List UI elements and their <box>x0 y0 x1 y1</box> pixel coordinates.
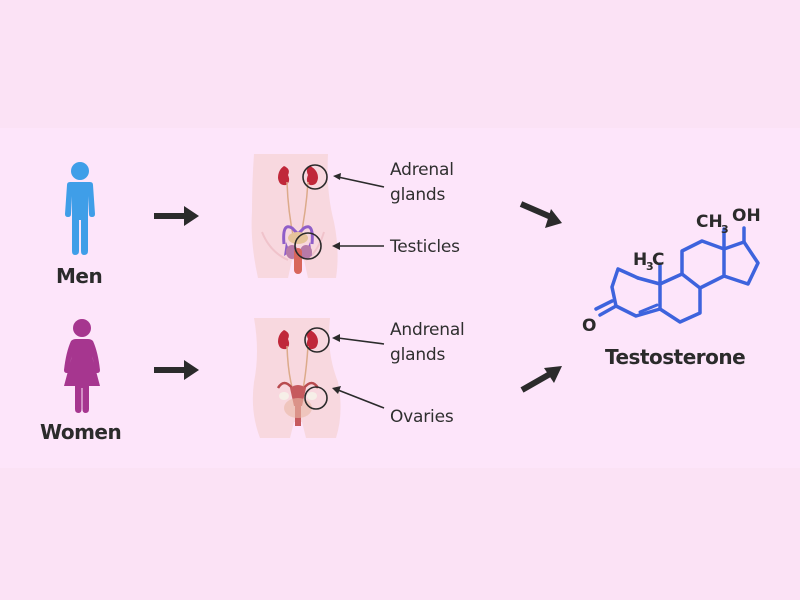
glands-to-testosterone-arrow-top-icon <box>519 201 562 228</box>
hydroxyl-text: OH <box>732 206 761 226</box>
ketone-o-text: O <box>582 316 596 336</box>
callout-adrenal-glands-female: Andrenal glands <box>390 318 465 368</box>
callout-line2: glands <box>390 345 446 365</box>
content-band <box>0 128 800 468</box>
methyl-sub-text: 3 <box>646 260 654 273</box>
testosterone-label: Testosterone <box>605 345 746 369</box>
women-to-glands-arrow-icon <box>154 360 199 380</box>
female-anatomy-illustration <box>252 318 341 438</box>
methyl-h-text: H <box>633 250 647 270</box>
callout-line1: Andrenal <box>390 320 465 340</box>
callout-line1: Adrenal <box>390 160 454 180</box>
men-to-glands-arrow-icon <box>154 206 199 226</box>
male-anatomy-illustration <box>251 154 338 278</box>
man-figure-icon <box>65 162 95 255</box>
callout-ovaries: Ovaries <box>390 407 454 427</box>
methyl-c-text: C <box>652 250 664 270</box>
men-label: Men <box>56 264 103 288</box>
male-callout-pointers <box>332 173 385 250</box>
testosterone-structure: H 3 C CH 3 OH O <box>582 206 761 336</box>
methyl-ch-sub-text: 3 <box>721 223 729 236</box>
woman-figure-icon <box>64 319 100 413</box>
callout-line2: glands <box>390 185 446 205</box>
women-label: Women <box>40 420 122 444</box>
callout-testicles: Testicles <box>390 237 460 257</box>
female-callout-pointers <box>332 334 385 409</box>
methyl-ch-text: CH <box>696 212 723 232</box>
glands-to-testosterone-arrow-bottom-icon <box>520 366 562 393</box>
callout-adrenal-glands-male: Adrenal glands <box>390 158 454 208</box>
